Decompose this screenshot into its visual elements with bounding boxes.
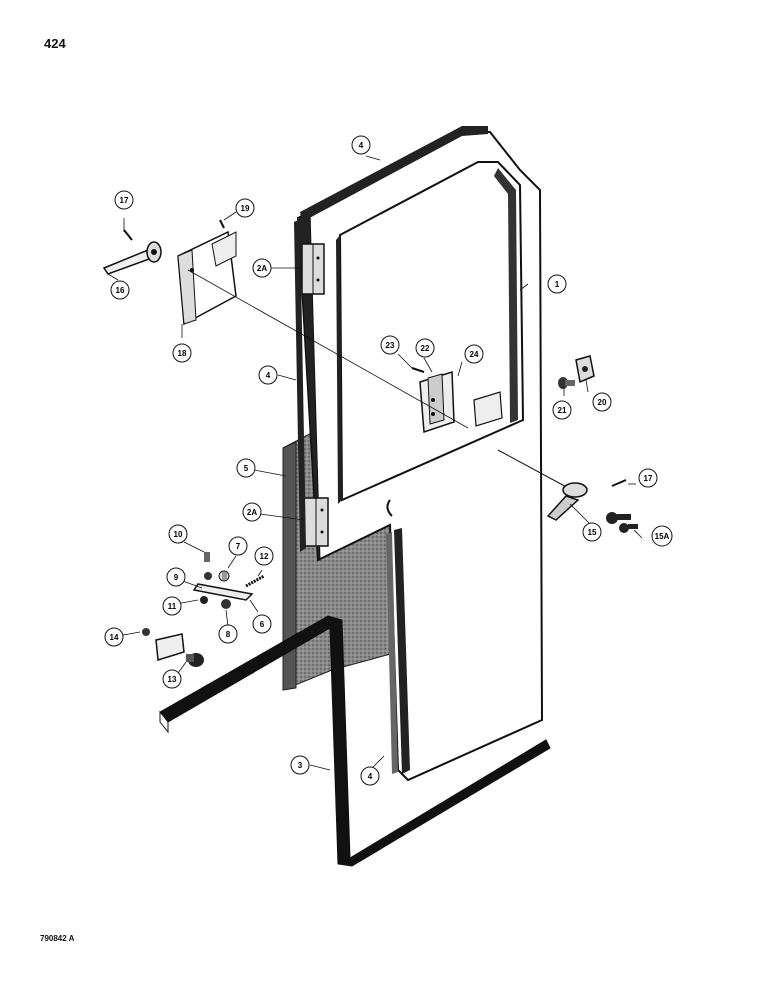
callout-12: 12 [254, 546, 274, 566]
svg-text:21: 21 [558, 406, 567, 415]
callout-15a: 15A [651, 525, 673, 547]
svg-text:23: 23 [386, 341, 395, 350]
callout-9: 9 [166, 567, 186, 587]
upper-hinge [301, 243, 325, 295]
bottom-seal-strip [159, 615, 551, 867]
door-stop-arm [102, 241, 162, 275]
svg-text:9: 9 [174, 573, 179, 582]
callout-2a-upper: 2A [252, 258, 272, 278]
svg-text:13: 13 [168, 675, 177, 684]
striker-plate [558, 355, 595, 389]
callout-20: 20 [592, 392, 612, 412]
svg-text:15: 15 [588, 528, 597, 537]
svg-text:12: 12 [260, 552, 269, 561]
svg-text:6: 6 [260, 620, 265, 629]
svg-text:11: 11 [168, 602, 177, 611]
svg-text:4: 4 [359, 141, 364, 150]
door-handle [497, 449, 588, 521]
callout-16: 16 [110, 280, 130, 300]
svg-text:19: 19 [241, 204, 250, 213]
callout-1: 1 [547, 274, 567, 294]
callout-2a-lower: 2A [242, 502, 262, 522]
callout-22: 22 [415, 338, 435, 358]
svg-text:22: 22 [421, 344, 430, 353]
svg-text:16: 16 [116, 286, 125, 295]
callout-24: 24 [464, 344, 484, 364]
callout-8: 8 [218, 624, 238, 644]
callout-15: 15 [582, 522, 602, 542]
callout-19: 19 [235, 198, 255, 218]
page-number: 424 [44, 36, 66, 51]
svg-text:4: 4 [368, 772, 373, 781]
callout-21: 21 [552, 400, 572, 420]
svg-text:2A: 2A [247, 508, 257, 517]
lock-keys [606, 512, 638, 533]
callout-14: 14 [104, 627, 124, 647]
callout-17-left: 17 [114, 190, 134, 210]
screw-bracket [219, 219, 225, 229]
svg-text:15A: 15A [655, 532, 670, 541]
callout-5: 5 [236, 458, 256, 478]
callout-18: 18 [172, 343, 192, 363]
latch-bracket [411, 367, 503, 434]
window-clip [386, 499, 393, 517]
svg-text:20: 20 [598, 398, 607, 407]
svg-text:17: 17 [120, 196, 129, 205]
callout-3: 3 [290, 755, 310, 775]
catch-assembly [192, 552, 265, 609]
svg-text:4: 4 [266, 371, 271, 380]
callout-4-top: 4 [351, 135, 371, 155]
svg-text:18: 18 [178, 349, 187, 358]
svg-text:7: 7 [236, 542, 241, 551]
callout-labels: 1 2A 2A 3 4 4 4 5 6 7 8 9 10 11 12 13 14… [104, 135, 673, 786]
svg-text:17: 17 [644, 474, 653, 483]
svg-text:3: 3 [298, 761, 303, 770]
screw-handle [611, 479, 627, 487]
svg-text:8: 8 [226, 630, 231, 639]
svg-text:1: 1 [555, 280, 560, 289]
door-stop-bracket [177, 230, 237, 326]
callout-13: 13 [162, 669, 182, 689]
svg-text:24: 24 [470, 350, 479, 359]
bumper-assembly [142, 628, 204, 667]
alignment-line [187, 269, 469, 429]
svg-text:14: 14 [110, 633, 119, 642]
side-seal-strip [294, 219, 306, 552]
svg-text:5: 5 [244, 464, 249, 473]
callout-23: 23 [380, 335, 400, 355]
callout-4-side: 4 [258, 365, 278, 385]
screw-stop [123, 229, 133, 241]
callout-11: 11 [162, 596, 182, 616]
callout-10: 10 [168, 524, 188, 544]
figure-code: 790842 A [40, 934, 75, 943]
callout-4-bottom: 4 [360, 766, 380, 786]
svg-text:2A: 2A [257, 264, 267, 273]
lower-hinge [303, 497, 329, 547]
svg-text:10: 10 [174, 530, 183, 539]
callout-6: 6 [252, 614, 272, 634]
callout-17-right: 17 [638, 468, 658, 488]
callout-7: 7 [228, 536, 248, 556]
